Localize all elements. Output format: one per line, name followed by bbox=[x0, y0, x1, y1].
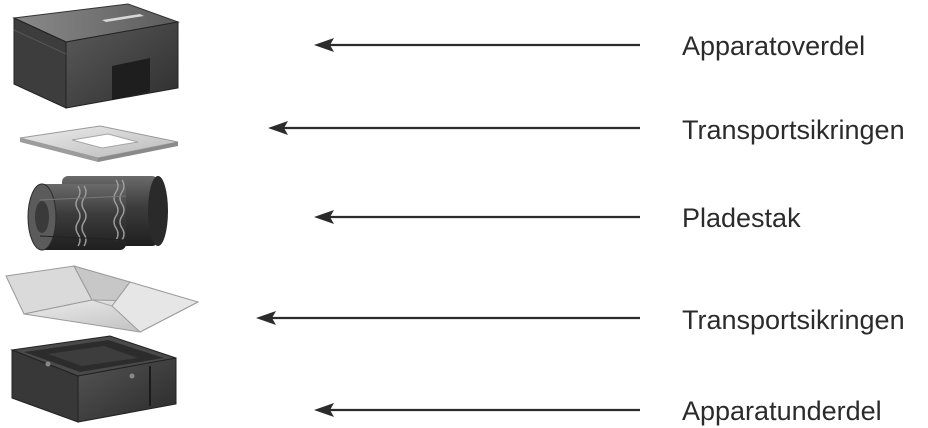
label-top-case: Apparatoverdel bbox=[682, 31, 865, 61]
arrow-transport-lock-upper bbox=[268, 121, 640, 135]
arrow-transport-lock-lower bbox=[256, 311, 640, 325]
label-transport-lock-lower: Transportsikringen bbox=[682, 305, 905, 335]
plate-stack-illustration bbox=[27, 176, 168, 251]
bottom-case-illustration bbox=[10, 335, 177, 423]
top-case-illustration bbox=[12, 3, 180, 109]
label-transport-lock-upper: Transportsikringen bbox=[682, 115, 905, 145]
arrow-plate-stack bbox=[314, 210, 640, 224]
transport-lock-upper-illustration bbox=[19, 125, 179, 162]
arrow-bottom-case bbox=[314, 403, 640, 417]
arrow-top-case bbox=[314, 38, 640, 52]
label-bottom-case: Apparatunderdel bbox=[682, 396, 882, 426]
label-plate-stack: Pladestak bbox=[682, 203, 801, 233]
transport-lock-lower-illustration bbox=[5, 265, 200, 333]
